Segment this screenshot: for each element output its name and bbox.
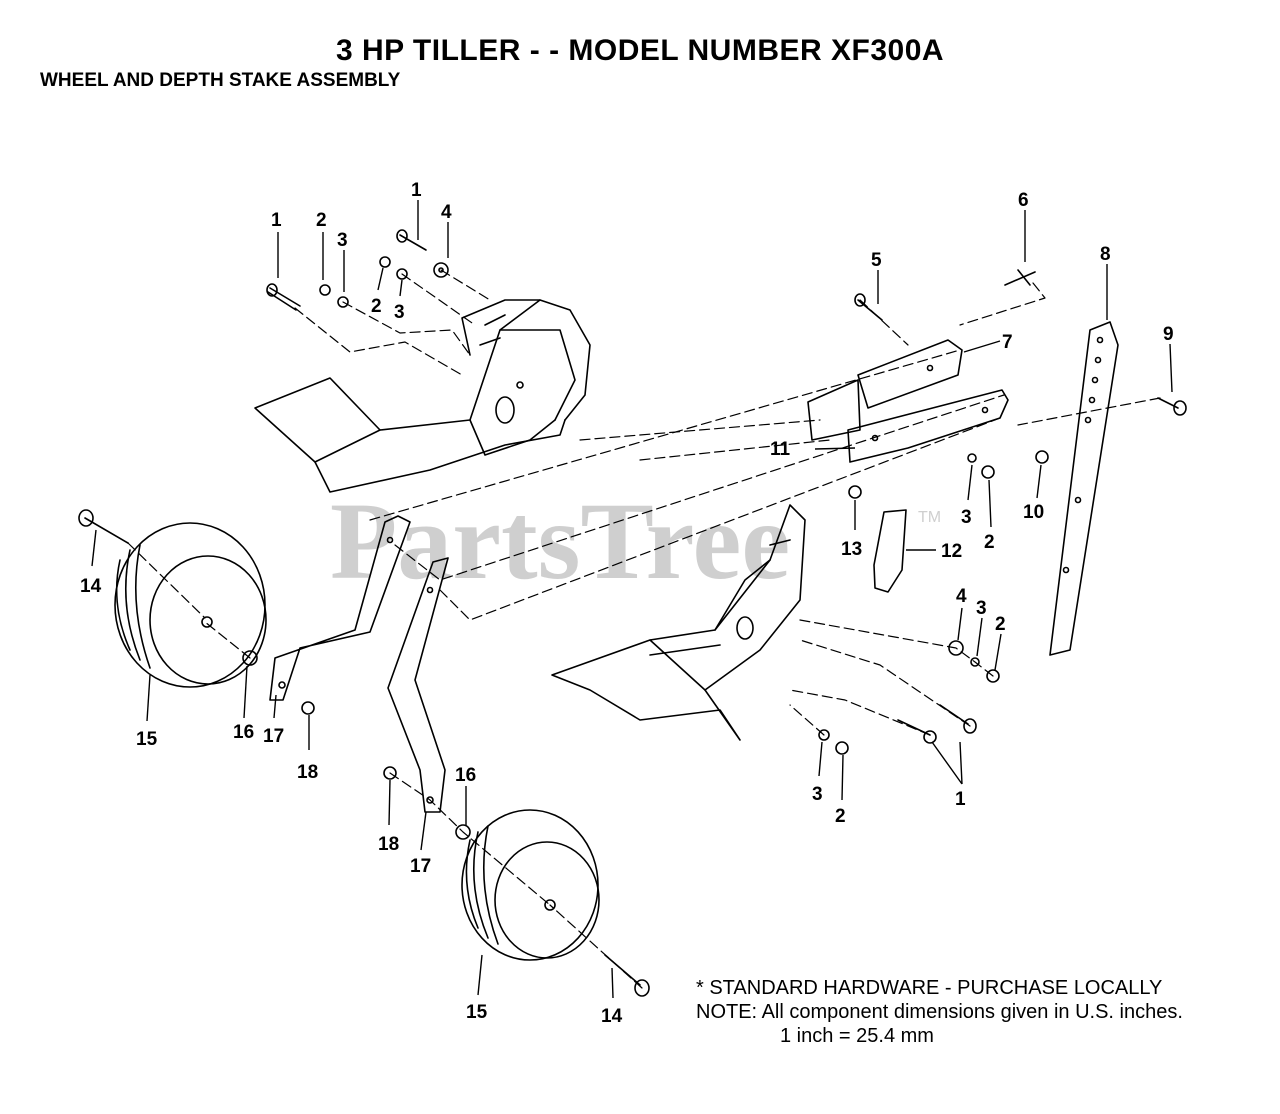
- callout-8: 8: [1100, 244, 1111, 265]
- callout-7: 7: [1002, 332, 1013, 353]
- page-subtitle: WHEEL AND DEPTH STAKE ASSEMBLY: [40, 70, 401, 91]
- wheel-left: [114, 522, 267, 688]
- wheel-bracket-left: [269, 515, 411, 701]
- callout-15: 15: [136, 729, 158, 750]
- callout-3: 3: [394, 302, 405, 323]
- callout-2: 2: [984, 532, 995, 553]
- callout-2: 2: [835, 806, 846, 827]
- dimensions-note: NOTE: All component dimensions given in …: [696, 1001, 1183, 1023]
- callout-9: 9: [1163, 324, 1174, 345]
- callout-leader-arrows: [91, 200, 1173, 999]
- callout-11: 11: [770, 439, 791, 460]
- callout-12: 12: [941, 541, 962, 562]
- callout-2: 2: [995, 614, 1006, 635]
- standard-hardware-note: * STANDARD HARDWARE - PURCHASE LOCALLY: [696, 977, 1163, 999]
- callout-2: 2: [316, 210, 327, 231]
- callout-1: 1: [271, 210, 282, 231]
- callout-13: 13: [841, 539, 862, 560]
- callout-15: 15: [466, 1002, 488, 1023]
- callout-14: 14: [601, 1006, 623, 1027]
- callout-16: 16: [455, 765, 476, 786]
- callout-18: 18: [378, 834, 399, 855]
- callout-18: 18: [297, 762, 318, 783]
- callout-3: 3: [812, 784, 823, 805]
- callout-10: 10: [1023, 502, 1044, 523]
- callout-4: 4: [441, 202, 452, 223]
- callout-14: 14: [80, 576, 102, 597]
- callout-16: 16: [233, 722, 254, 743]
- callout-17: 17: [263, 726, 284, 747]
- callout-17: 17: [410, 856, 431, 877]
- lower-frame-part: [551, 504, 806, 741]
- depth-stake-brackets: [807, 339, 1009, 463]
- spring-clip: [873, 509, 907, 593]
- callout-6: 6: [1018, 190, 1029, 211]
- callout-1: 1: [411, 180, 422, 201]
- wheel-right: [461, 809, 600, 961]
- watermark-trademark: TM: [918, 509, 941, 526]
- assembly-guide-lines: [127, 269, 1161, 989]
- callout-2: 2: [371, 296, 382, 317]
- callout-3: 3: [976, 598, 987, 619]
- conversion-note: 1 inch = 25.4 mm: [780, 1025, 934, 1047]
- callout-3: 3: [337, 230, 348, 251]
- callout-1: 1: [955, 789, 966, 810]
- upper-frame-part: [254, 299, 591, 493]
- page-title: 3 HP TILLER - - MODEL NUMBER XF300A: [335, 34, 945, 67]
- callout-labels: 1 2 3 1 4 2 3 5 6 8 7 9 11 3 2 10 13 12 …: [80, 180, 1174, 1027]
- diagram-notes: * STANDARD HARDWARE - PURCHASE LOCALLY N…: [696, 976, 1183, 1048]
- depth-stake: [1049, 321, 1119, 656]
- wheel-bracket-right: [387, 557, 449, 813]
- callout-5: 5: [871, 250, 882, 271]
- hardware-bolts-nuts: [78, 229, 1187, 997]
- callout-3: 3: [961, 507, 972, 528]
- callout-4: 4: [956, 586, 967, 607]
